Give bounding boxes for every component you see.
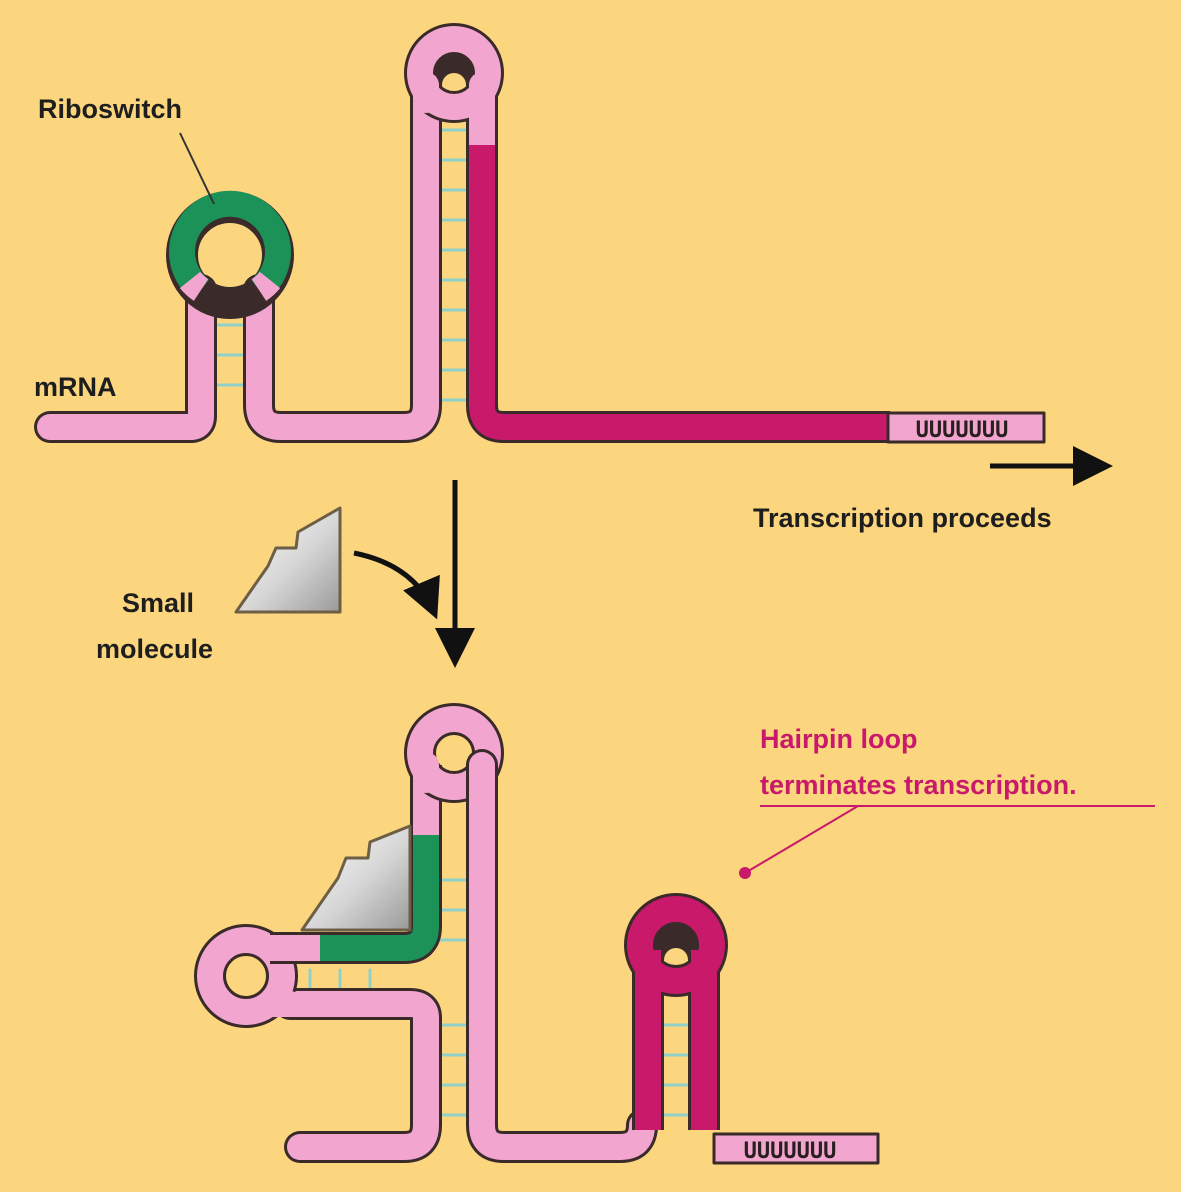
hairpin-label-line2: terminates transcription. bbox=[760, 770, 1077, 800]
bottom-margin bbox=[0, 1192, 1181, 1200]
u-run-bottom-text: UUUUUUU bbox=[744, 1139, 837, 1164]
mrna-label: mRNA bbox=[34, 372, 117, 402]
bottom-base-pairs-left bbox=[308, 968, 372, 992]
riboswitch-label: Riboswitch bbox=[38, 94, 182, 124]
u-run-top-text: UUUUUUU bbox=[916, 418, 1009, 443]
binding-arrow bbox=[353, 550, 440, 620]
u-run-bottom bbox=[712, 1132, 880, 1165]
small-molecule-top bbox=[234, 506, 342, 614]
bottom-base-pairs-tall bbox=[438, 878, 470, 1117]
top-state: UUUUUUU bbox=[34, 23, 1046, 444]
hairpin-callout-dot bbox=[739, 867, 751, 879]
terminator-base-pairs bbox=[660, 1023, 692, 1117]
hairpin-callout-pointer bbox=[744, 805, 859, 874]
riboswitch-base-pairs bbox=[213, 323, 247, 387]
hairpin-label-line1: Hairpin loop bbox=[760, 724, 918, 754]
transcription-proceeds-label: Transcription proceeds bbox=[753, 503, 1052, 533]
small-molecule-label-line1: Small bbox=[122, 588, 194, 618]
small-molecule-label-line2: molecule bbox=[96, 634, 213, 664]
tall-hairpin-base-pairs bbox=[438, 128, 470, 402]
riboswitch-pointer bbox=[179, 132, 215, 205]
u-run-top bbox=[886, 411, 1046, 444]
small-molecule-bound bbox=[300, 824, 412, 932]
bottom-state: UUUUUUU bbox=[194, 703, 880, 1165]
